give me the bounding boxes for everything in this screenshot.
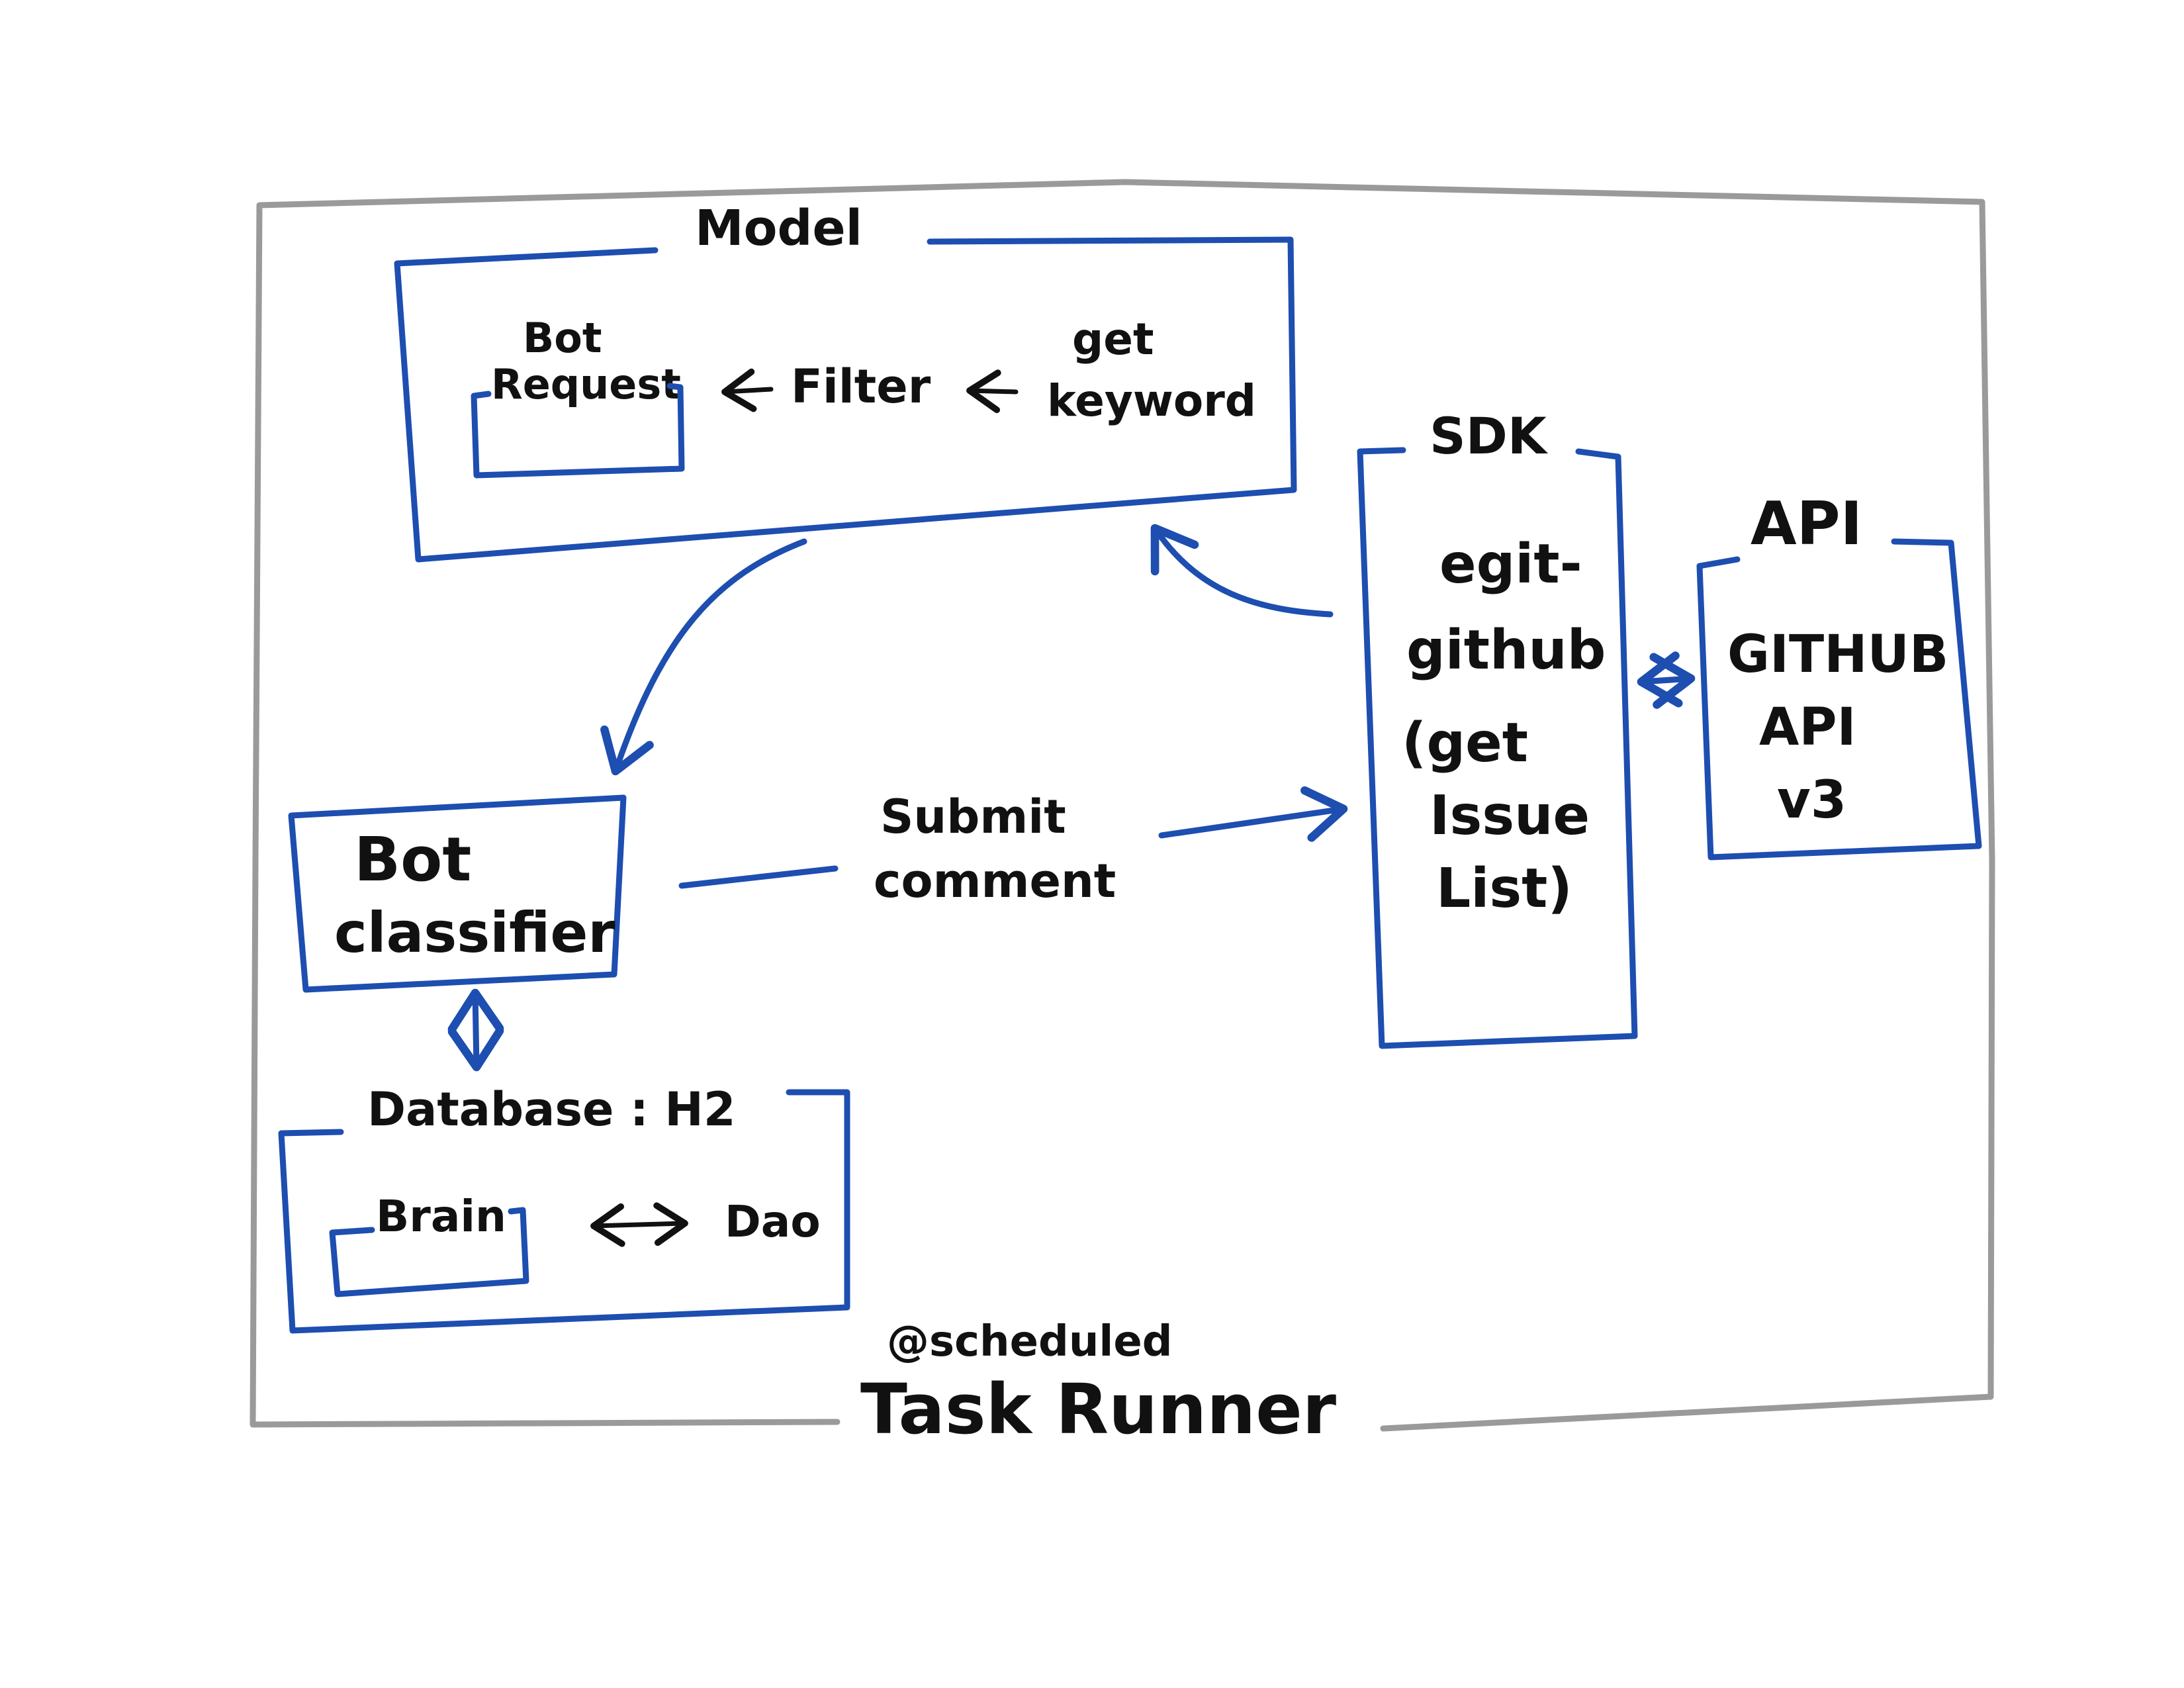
submit-label: Submit xyxy=(880,790,1066,844)
sdk-title: SDK xyxy=(1430,406,1549,465)
database-title: Database : H2 xyxy=(367,1082,736,1137)
curved-arrow-icon xyxy=(1150,524,1334,618)
bot-classifier-line-2: classifier xyxy=(334,900,615,965)
api-line-1: GITHUB xyxy=(1727,625,1948,684)
brain-node: Brain xyxy=(329,1191,529,1297)
bot-request-node: Bot Request xyxy=(471,314,685,479)
double-arrow-icon xyxy=(590,1202,688,1247)
curved-arrow-icon xyxy=(600,538,807,776)
arrow-left-icon xyxy=(721,368,774,412)
dao-label: Dao xyxy=(725,1196,821,1247)
model-title: Model xyxy=(695,200,862,257)
scheduled-annotation: @scheduled xyxy=(887,1317,1173,1366)
task-runner-frame: @scheduled Task Runner xyxy=(250,179,1995,1450)
get-keyword-line-1: get xyxy=(1072,314,1154,365)
sdk-box: SDK egit- github (get Issue List) xyxy=(1357,406,1638,1049)
task-runner-label: Task Runner xyxy=(860,1369,1336,1450)
model-box: Model Bot Request Filter get keyword xyxy=(394,200,1297,563)
sdk-line-3: (get xyxy=(1402,712,1528,774)
bot-request-line-2: Request xyxy=(491,360,681,408)
brain-label: Brain xyxy=(376,1191,506,1242)
comment-label: comment xyxy=(874,854,1116,908)
sdk-line-2: github xyxy=(1406,619,1606,682)
submit-comment-connector: Submit comment xyxy=(678,786,1348,908)
bot-request-line-1: Bot xyxy=(523,314,602,362)
bot-classifier-line-1: Bot xyxy=(354,824,471,895)
double-arrow-icon xyxy=(447,988,504,1072)
sdk-line-5: List) xyxy=(1436,857,1572,920)
bot-classifier-box: Bot classifier xyxy=(288,794,627,993)
sdk-line-1: egit- xyxy=(1439,533,1582,596)
api-title: API xyxy=(1751,489,1862,559)
arrow-right-icon xyxy=(1158,786,1348,842)
get-keyword-line-2: keyword xyxy=(1047,375,1256,426)
filter-label: Filter xyxy=(791,359,931,414)
api-box: API GITHUB API v3 xyxy=(1696,489,1982,861)
arrow-left-icon xyxy=(966,369,1019,414)
double-arrow-icon xyxy=(1637,651,1696,709)
api-line-3: v3 xyxy=(1777,771,1846,830)
sdk-line-4: Issue xyxy=(1430,784,1590,847)
database-box: Database : H2 Brain Dao xyxy=(278,1082,850,1334)
api-line-2: API xyxy=(1759,698,1856,757)
